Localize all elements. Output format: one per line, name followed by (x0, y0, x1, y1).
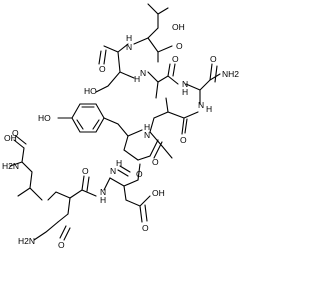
atom-label: O (180, 135, 187, 145)
atom-label: HO (84, 86, 97, 96)
atom-label: O (12, 128, 19, 138)
atom-label: OH (152, 188, 165, 198)
atom-label: O (136, 169, 143, 179)
atom-label: H2N (18, 236, 35, 246)
atom-label: O (99, 64, 106, 74)
atom-label: N (110, 166, 116, 176)
atom-label: O (82, 166, 89, 176)
atom-label: O (152, 157, 159, 167)
bond-skeleton (9, 3, 221, 241)
atom-label: H2N (2, 161, 19, 171)
atom-label: H (100, 195, 106, 205)
atom-label: N (140, 68, 146, 78)
atom-label: H (134, 74, 140, 84)
atom-label: OH (4, 133, 17, 143)
atom-label: N (126, 42, 132, 52)
atom-label: H (116, 158, 122, 168)
atom-label: OH (172, 22, 185, 32)
atom-label: H (182, 87, 188, 97)
atom-label: O (142, 223, 149, 233)
atom-label: N (100, 187, 106, 197)
atom-label: H (144, 122, 150, 132)
atom-label: O (172, 54, 179, 64)
atom-label: O (210, 54, 217, 64)
atom-label: O (176, 41, 183, 51)
peptide-structure-diagram: OH O H N O HO H N O O NH2 H N O H N HO O… (2, 3, 239, 250)
atom-label: N (198, 100, 204, 110)
atom-label: N (144, 130, 150, 140)
atom-label: H (206, 104, 212, 114)
atom-labels: OH O H N O HO H N O O NH2 H N O H N HO O… (2, 22, 239, 250)
atom-label: NH2 (222, 69, 239, 79)
atom-label: N (182, 79, 188, 89)
atom-label: H (126, 33, 132, 43)
atom-label: O (58, 240, 65, 250)
atom-label: HO (38, 113, 51, 123)
